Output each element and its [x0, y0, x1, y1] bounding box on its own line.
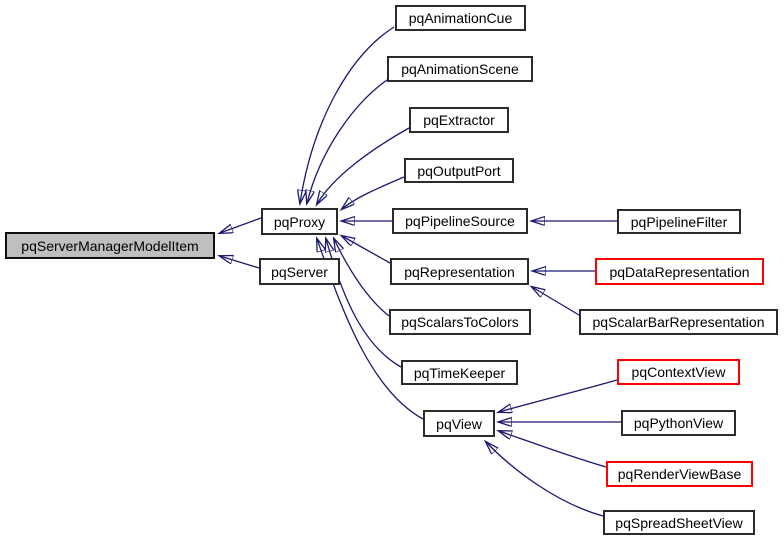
edge-pqExtractor-to-pqProxy [317, 127, 410, 204]
node-pqView[interactable]: pqView [423, 410, 495, 437]
node-pqPipelineSource[interactable]: pqPipelineSource [392, 208, 528, 234]
node-pqTimeKeeper[interactable]: pqTimeKeeper [401, 360, 518, 385]
edge-pqAnimationScene-to-pqProxy [307, 79, 388, 203]
node-pqScalarsToColors[interactable]: pqScalarsToColors [389, 309, 531, 335]
node-pqContextView[interactable]: pqContextView [617, 359, 740, 385]
node-pqOutputPort[interactable]: pqOutputPort [404, 158, 514, 183]
node-pqProxy[interactable]: pqProxy [261, 208, 338, 235]
node-pqRepresentation[interactable]: pqRepresentation [390, 258, 529, 285]
node-pqRenderViewBase[interactable]: pqRenderViewBase [606, 461, 753, 487]
edge-pqContextView-to-pqView [499, 379, 618, 412]
node-pqPythonView[interactable]: pqPythonView [621, 410, 736, 436]
edge-pqAnimationCue-to-pqProxy [300, 26, 395, 203]
node-pqServer[interactable]: pqServer [259, 258, 340, 285]
edge-pqRepresentation-to-pqProxy [342, 236, 391, 264]
edge-pqOutputPort-to-pqProxy [342, 176, 405, 209]
node-pqExtractor[interactable]: pqExtractor [409, 107, 509, 133]
node-pqServerManagerModelItem: pqServerManagerModelItem [5, 232, 215, 259]
edge-pqServer-to-pqServerManagerModelItem [220, 256, 260, 269]
edge-pqScalarsToColors-to-pqProxy [334, 239, 390, 317]
edge-pqRenderViewBase-to-pqView [499, 431, 607, 468]
node-pqPipelineFilter[interactable]: pqPipelineFilter [617, 209, 741, 234]
node-pqAnimationCue[interactable]: pqAnimationCue [395, 5, 526, 31]
edge-pqProxy-to-pqServerManagerModelItem [220, 217, 262, 233]
node-pqDataRepresentation[interactable]: pqDataRepresentation [595, 258, 764, 285]
node-pqSpreadSheetView[interactable]: pqSpreadSheetView [603, 510, 755, 535]
edge-pqScalarBarRepresentation-to-pqRepresentation [532, 287, 580, 316]
edge-pqSpreadSheetView-to-pqView [486, 442, 604, 517]
node-pqAnimationScene[interactable]: pqAnimationScene [387, 56, 533, 82]
node-pqScalarBarRepresentation[interactable]: pqScalarBarRepresentation [579, 309, 778, 335]
